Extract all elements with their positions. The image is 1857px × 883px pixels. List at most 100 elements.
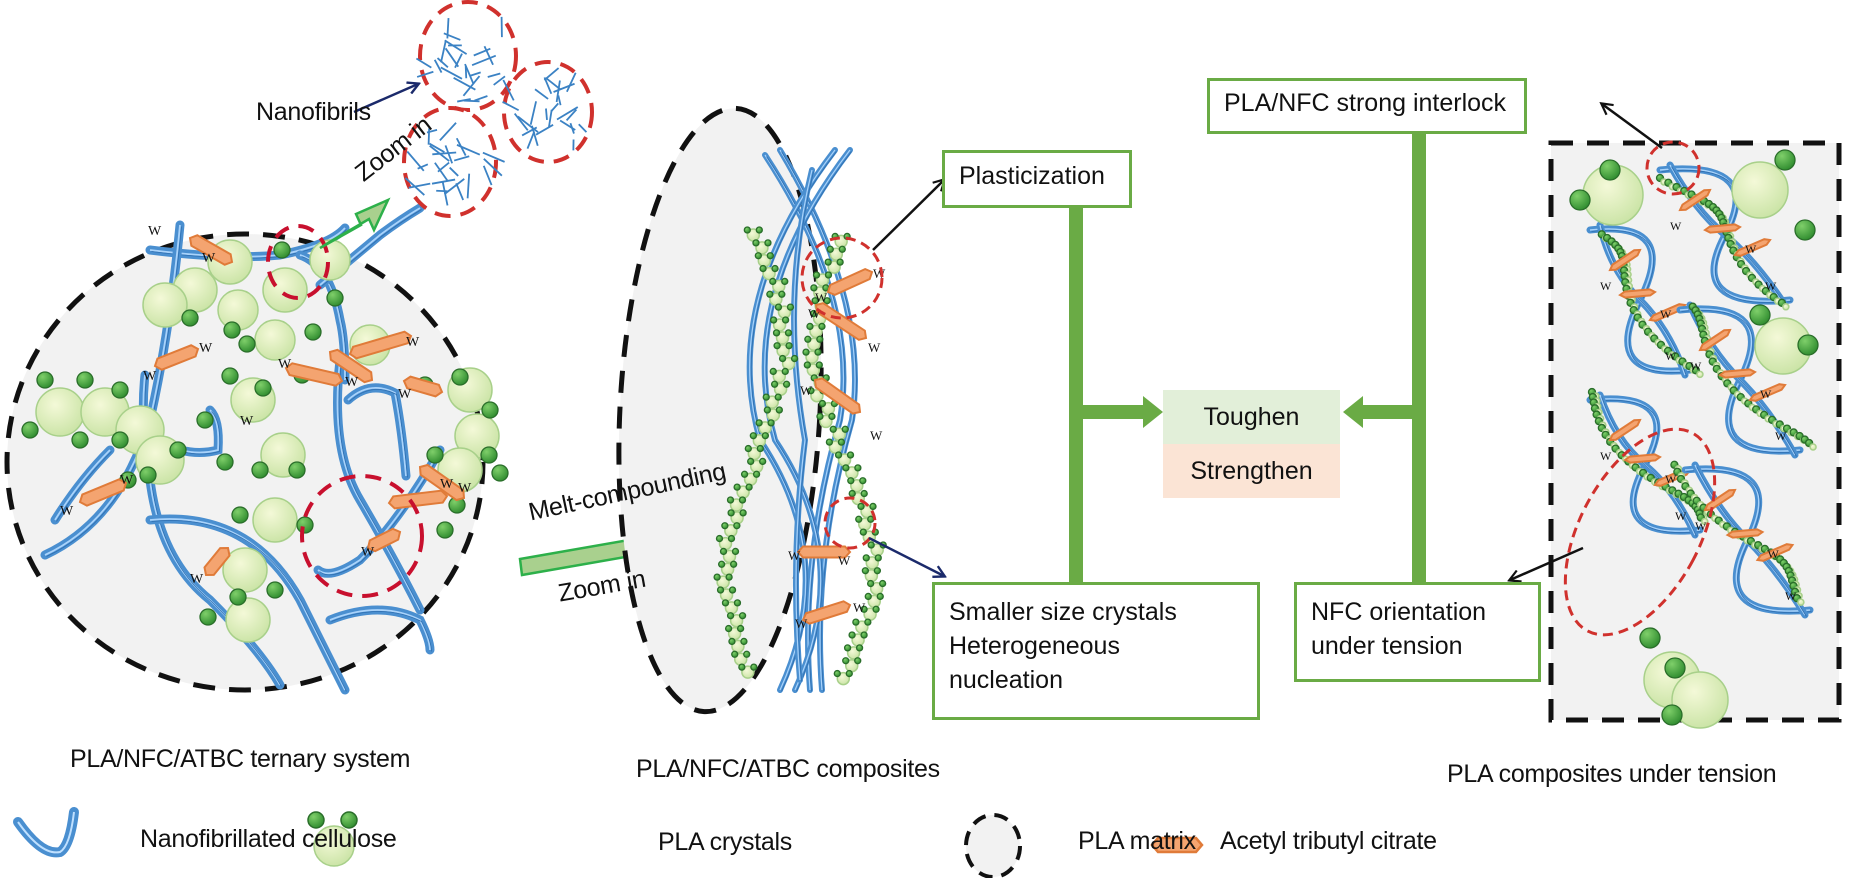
pla-crystal-nucleus [817,413,823,419]
pla-crystal-nucleus [182,310,198,326]
pla-crystal-nucleus [427,447,443,463]
pla-crystal-nucleus [861,632,867,638]
pla-crystal-nucleus [764,407,770,413]
pla-crystal-nucleus [289,462,305,478]
pla-crystal-nucleus [787,304,793,310]
pla-crystal-nucleus [775,304,781,310]
pla-crystal-nucleus [819,323,825,329]
pla-crystal-nucleus [848,478,854,484]
box-line: NFC orientation [1311,595,1524,629]
pla-crystal-nucleus [855,658,861,664]
pla-crystal-nucleus [776,407,782,413]
pla-crystal-nucleus [140,467,156,483]
pla-crystal-nucleus [849,491,855,497]
pla-crystal-nucleus [774,343,780,349]
pla-crystal-nucleus [843,465,849,471]
pla-crystal-nucleus [719,561,725,567]
w-mark: W [361,545,375,560]
pla-crystal-nucleus [437,522,453,538]
w-mark: W [406,335,420,350]
pla-crystal-nucleus [838,439,844,445]
pla-crystal-nucleus [845,645,851,651]
pla-crystal-nucleus [786,330,792,336]
pla-crystal-nucleus [817,336,823,342]
pla-crystal-nucleus [815,349,821,355]
pla-crystal-nucleus [297,517,313,533]
pla-crystal-nucleus [224,322,240,338]
pla-crystal-nucleus [754,471,760,477]
pla-crystal-nucleus [200,609,216,625]
pla-crystal-nucleus [77,372,93,388]
pla-crystal [226,598,270,642]
pla-crystal-nucleus [197,412,213,428]
pla-crystal-nucleus [722,523,728,529]
pla-crystal-nucleus [252,462,268,478]
pla-crystal-nucleus [805,336,811,342]
w-mark: W [1765,279,1777,293]
orientation-box: NFC orientation under tension [1294,582,1541,682]
legend-label-atbc: Acetyl tributyl citrate [1220,827,1437,856]
pla-crystal-nucleus [722,600,728,606]
pla-crystal-nucleus [782,368,788,374]
pla-crystal-nucleus [868,581,874,587]
pla-crystal-nucleus [775,394,781,400]
w-mark: W [120,473,134,488]
pla-crystal-nucleus [829,413,835,419]
result-box: Toughen Strengthen [1163,390,1340,498]
box-line: under tension [1311,629,1524,663]
w-mark: W [808,306,821,321]
pla-crystal-nucleus [230,589,246,605]
strengthen-label: Strengthen [1163,444,1340,498]
w-mark: W [202,251,216,266]
pla-crystal-nucleus [772,266,778,272]
pla-crystal-nucleus [729,638,735,644]
pla-crystal-nucleus [857,645,863,651]
nanofibril-strand [546,108,547,119]
pla-crystal-nucleus [807,323,813,329]
pla-crystal-nucleus [274,242,290,258]
w-mark: W [870,428,883,443]
pla-crystal-nucleus [767,291,773,297]
pla-crystal-nucleus [734,600,740,606]
nanofibrils-label: Nanofibrils [256,98,371,127]
pla-crystal-nucleus [730,587,736,593]
w-mark: W [868,340,881,355]
pla-crystal-nucleus [728,536,734,542]
pla-crystal-nucleus [846,671,852,677]
pla-crystal-nucleus [217,454,233,470]
pla-crystal-nucleus [874,568,880,574]
pla-crystal-nucleus [825,259,831,265]
pla-crystal-nucleus [1775,150,1795,170]
pla-crystal-nucleus [772,381,778,387]
pla-crystal-nucleus [1640,628,1660,648]
pla-crystal-nucleus [855,465,861,471]
composites-caption: PLA/NFC/ATBC composites [636,755,940,784]
pla-crystal-nucleus [826,439,832,445]
pla-crystal-nucleus [755,253,761,259]
pla-crystal [1783,304,1789,310]
pla-crystal-nucleus [783,317,789,323]
pla-crystal-nucleus [784,381,790,387]
pla-crystal-nucleus [714,574,720,580]
pla-crystal-nucleus [745,446,751,452]
pla-matrix-icon [966,815,1020,877]
pla-crystal-nucleus [239,336,255,352]
w-mark: W [788,548,801,563]
w-mark: W [800,383,813,398]
pla-crystal-nucleus [880,581,886,587]
pla-crystal-nucleus [804,362,810,368]
pla-crystal-nucleus [760,458,766,464]
pla-crystal-nucleus [741,638,747,644]
pla-crystal-nucleus [839,246,845,252]
w-mark: W [1600,449,1612,463]
pla-crystal-nucleus [875,555,881,561]
pla-crystal-nucleus [481,447,497,463]
pla-crystal-nucleus [72,432,88,448]
pla-crystal [1732,162,1788,218]
pla-crystal-nucleus [22,422,38,438]
pla-crystal-nucleus [728,497,734,503]
pla-crystal-nucleus [756,227,762,233]
